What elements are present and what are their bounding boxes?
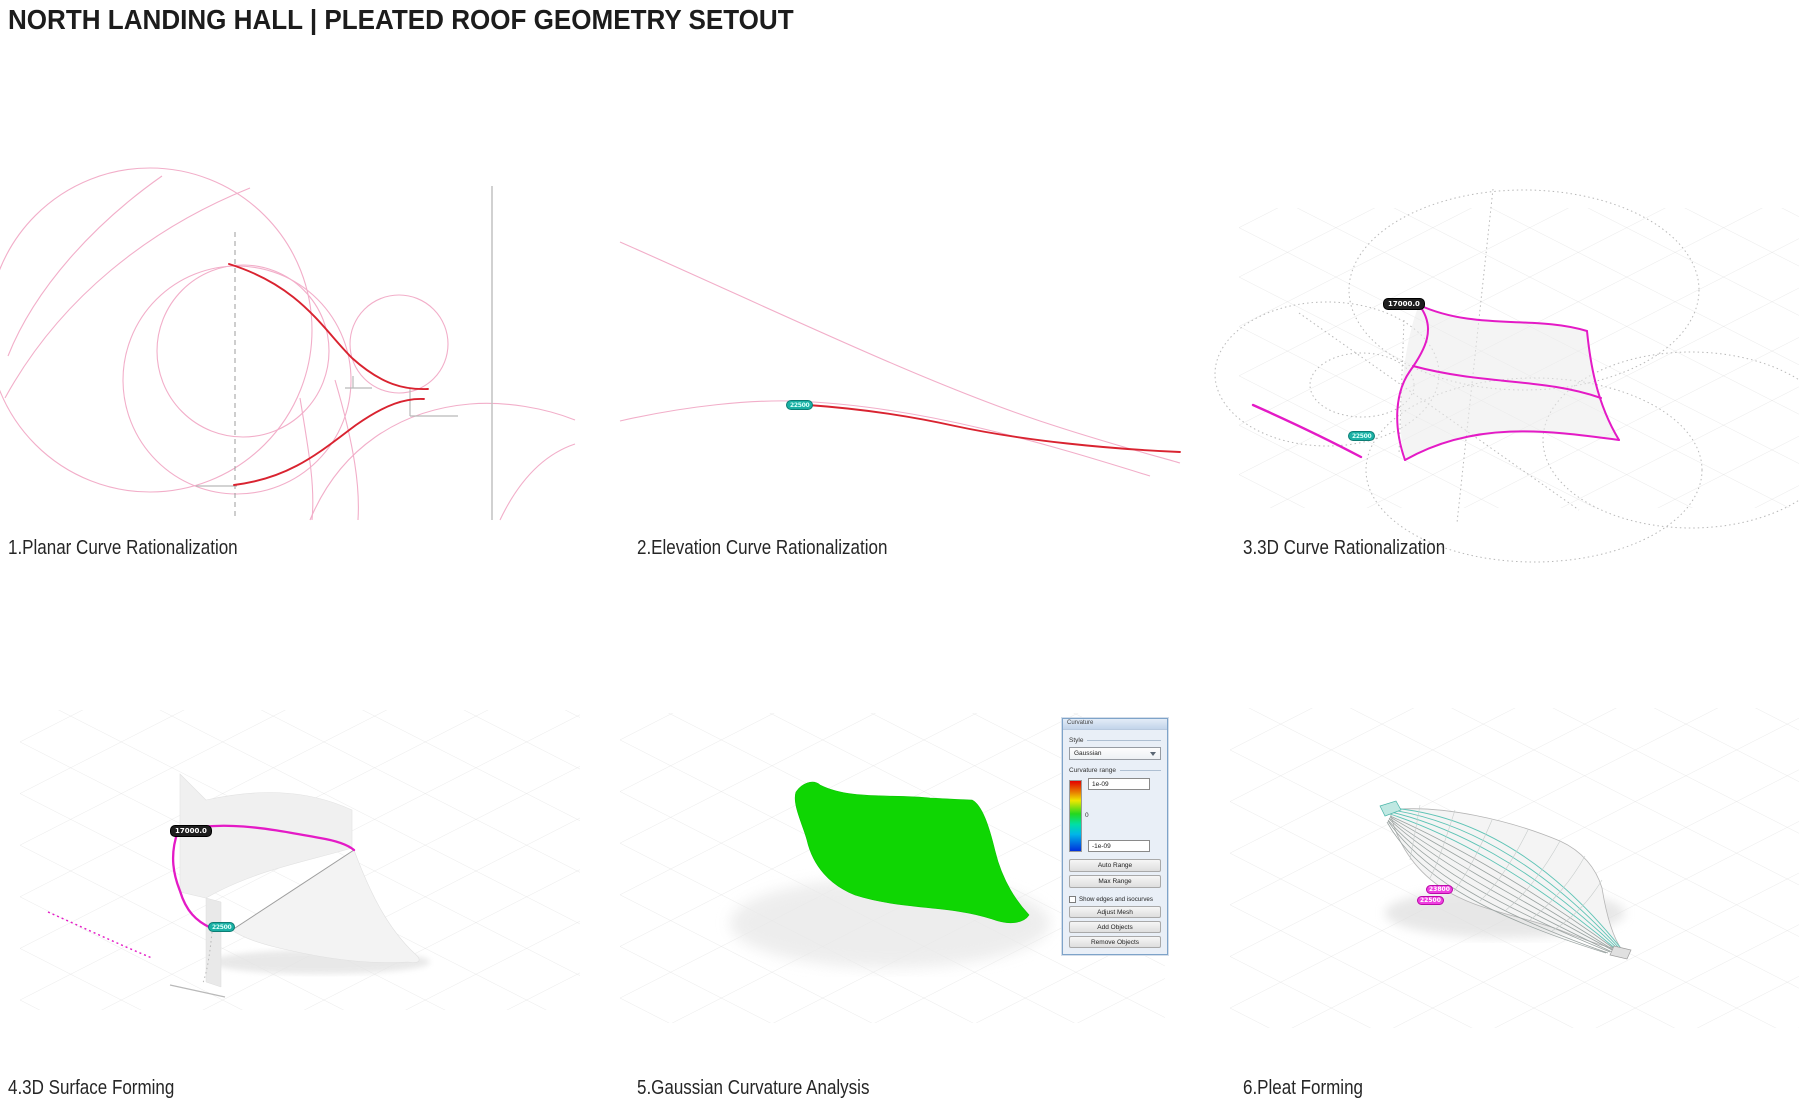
reference-lines: [196, 186, 493, 520]
grid-segment: [169, 984, 226, 998]
curve-3d-drawing: [1214, 188, 1799, 563]
adjust-mesh-button[interactable]: Adjust Mesh: [1069, 906, 1161, 918]
auto-range-button[interactable]: Auto Range: [1069, 859, 1161, 872]
curvature-range-label: Curvature range: [1069, 767, 1116, 774]
style-dropdown-value: Gaussian: [1074, 750, 1102, 757]
planar-curve-drawing: [0, 167, 576, 521]
caption-panel-6: 6.Pleat Forming: [1243, 1077, 1363, 1099]
rationalized-red-curves: [228, 263, 429, 486]
gray-surfaces: [179, 773, 420, 988]
height-tag: 17000.0: [1383, 298, 1425, 310]
pleat-forming-drawing: [1230, 708, 1799, 1028]
range-mid-label: 0: [1085, 812, 1089, 819]
caption-panel-3: 3.3D Curve Rationalization: [1243, 537, 1446, 559]
caption-panel-5: 5.Gaussian Curvature Analysis: [637, 1077, 870, 1099]
style-dropdown[interactable]: Gaussian: [1069, 747, 1161, 760]
caption-panel-4: 4.3D Surface Forming: [8, 1077, 175, 1099]
dimension-tag: 22500: [1348, 431, 1376, 441]
magenta-edge-curves: [47, 824, 356, 959]
dotted-guide: [202, 931, 213, 984]
caption-panel-1: 1.Planar Curve Rationalization: [8, 537, 238, 559]
edge-tab-gray: [1609, 945, 1632, 960]
edges-checkbox-label: Show edges and isocurves: [1079, 896, 1153, 903]
remove-objects-button[interactable]: Remove Objects: [1069, 936, 1161, 948]
range-min-input[interactable]: -1e-09: [1088, 840, 1150, 852]
rationalized-red-curve: [807, 404, 1181, 453]
dimension-tag: 22500: [208, 922, 236, 932]
page-title: NORTH LANDING HALL | PLEATED ROOF GEOMET…: [8, 4, 794, 35]
construction-circles: [0, 167, 576, 521]
pleat-dimension-tag: 23800: [1426, 885, 1453, 894]
dialog-titlebar[interactable]: Curvature: [1063, 719, 1167, 730]
caption-panel-2: 2.Elevation Curve Rationalization: [637, 537, 888, 559]
curvature-range-block: 1e-09 0 -1e-09: [1069, 778, 1161, 856]
green-curvature-surface: [794, 781, 1030, 924]
surface-patch: [1400, 305, 1619, 460]
edge-tab-teal: [1379, 800, 1402, 817]
magenta-3d-curves: [1251, 304, 1620, 461]
surface-forming-drawing: [20, 710, 580, 1010]
elevation-curve-drawing: [619, 241, 1181, 477]
pleat-dimension-tag: 22500: [1417, 896, 1444, 905]
curvature-gradient-bar: [1069, 780, 1082, 852]
style-label: Style: [1069, 737, 1084, 744]
divider: [1087, 740, 1161, 741]
divider: [1119, 770, 1161, 771]
dialog-body: Style Gaussian Curvature range 1e-09 0 -…: [1063, 730, 1167, 954]
construction-curve: [619, 241, 1181, 464]
height-tag: 17000.0: [170, 825, 212, 837]
add-objects-button[interactable]: Add Objects: [1069, 921, 1161, 933]
dimension-tag: 22500: [786, 400, 814, 410]
construction-curve: [619, 400, 1151, 477]
edges-checkbox[interactable]: [1069, 896, 1076, 903]
curvature-dialog: Curvature Style Gaussian Curvature range…: [1062, 718, 1168, 955]
pleat-seams: [1409, 804, 1603, 932]
max-range-button[interactable]: Max Range: [1069, 875, 1161, 888]
range-max-input[interactable]: 1e-09: [1088, 778, 1150, 790]
chevron-down-icon: [1150, 751, 1156, 756]
